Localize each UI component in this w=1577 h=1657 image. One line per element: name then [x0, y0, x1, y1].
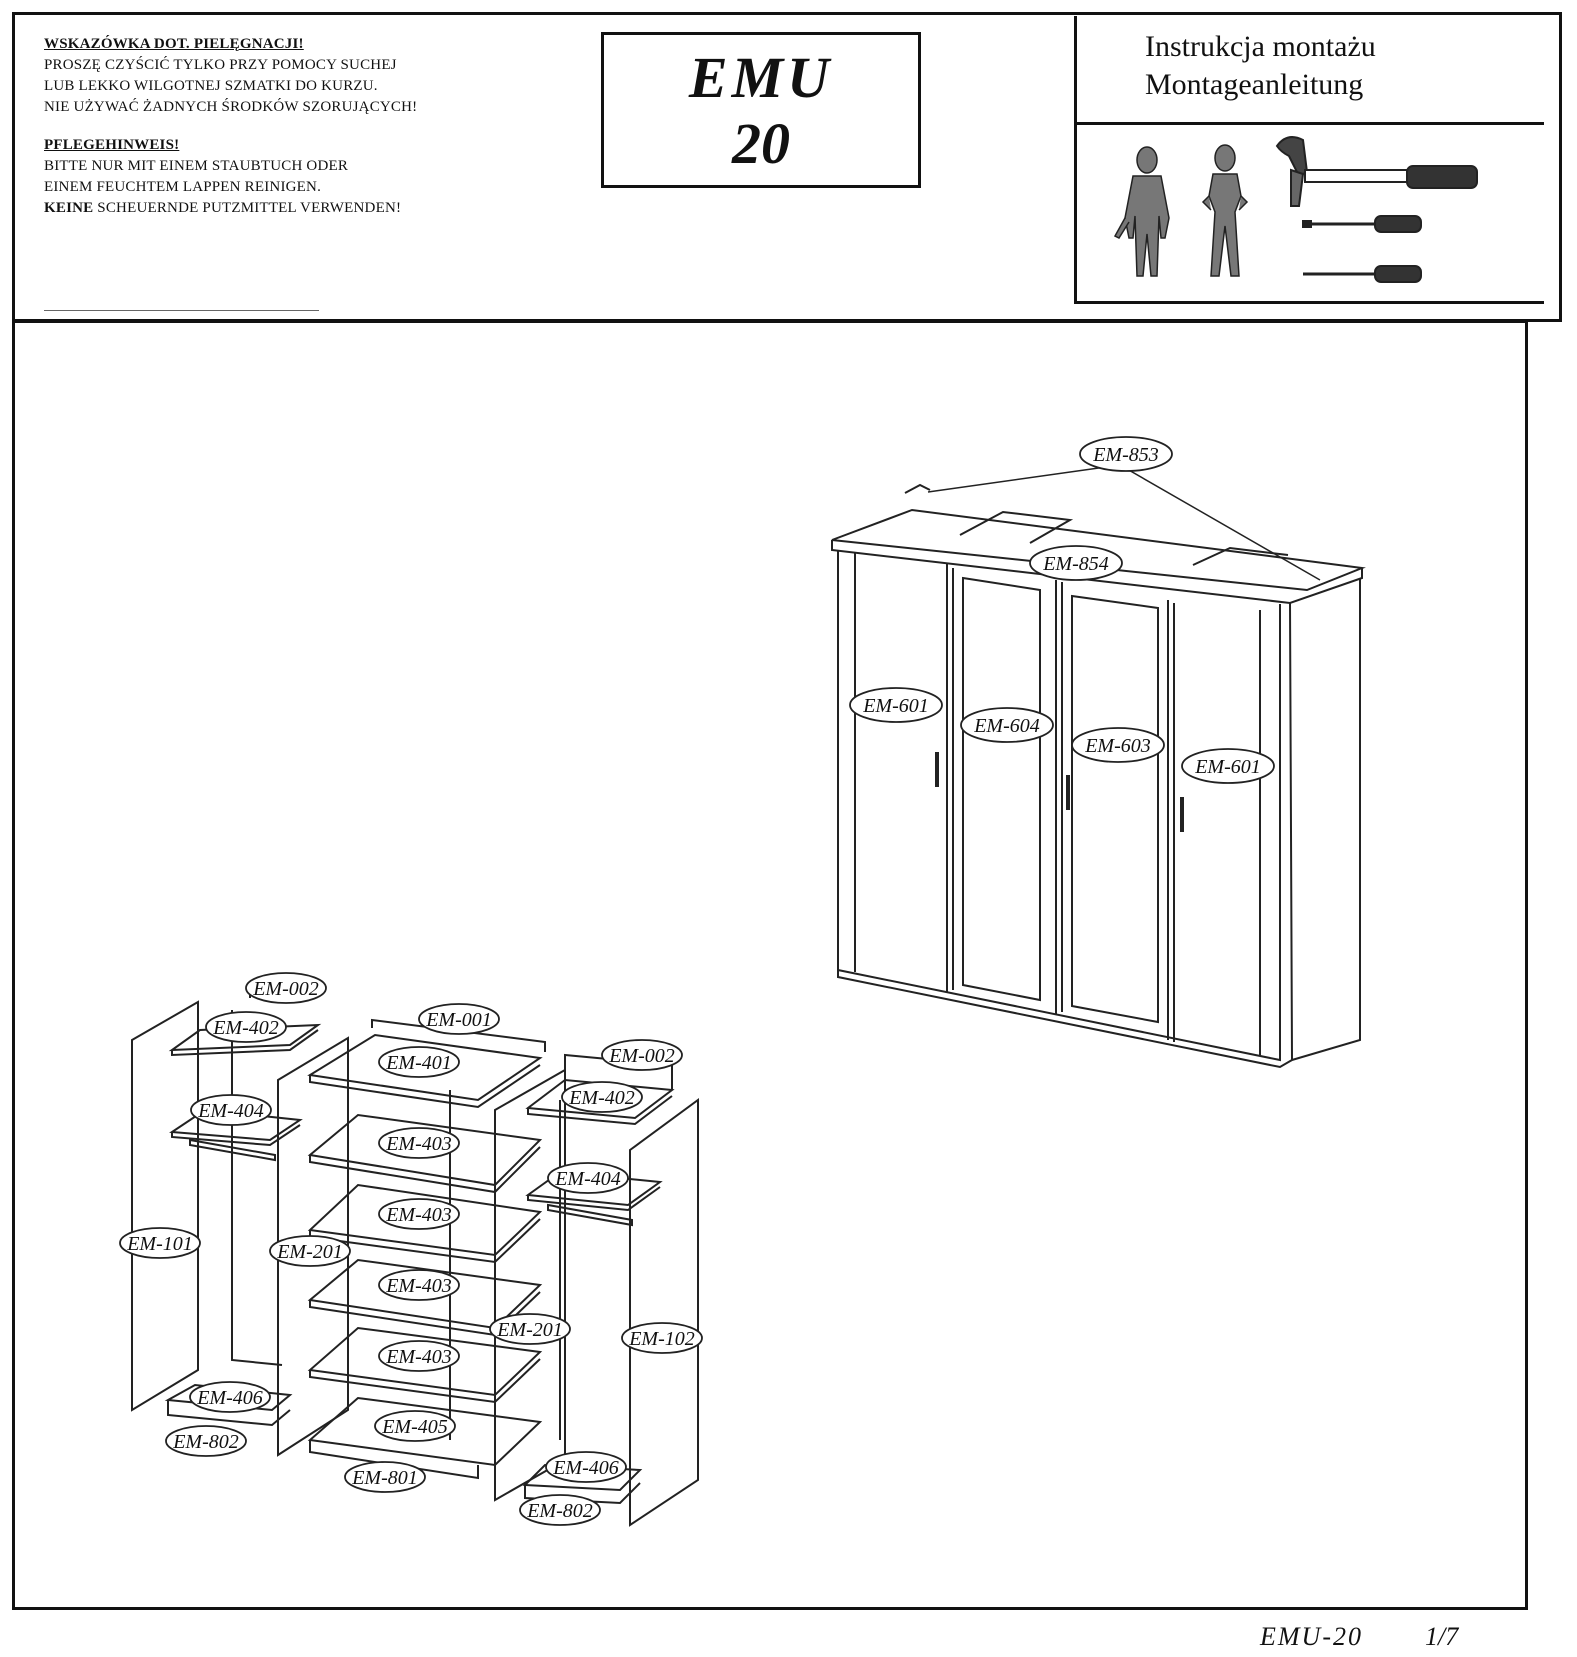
- part-label-text: EM-401: [385, 1052, 452, 1074]
- product-title: EMU: [688, 45, 834, 110]
- instructions-title: Instrukcja montażu Montageanleitung: [1145, 28, 1376, 104]
- part-label: EM-405: [374, 1410, 456, 1442]
- part-label-text: EM-601: [862, 695, 929, 717]
- part-label: EM-403: [378, 1269, 460, 1301]
- care-line-rest: SCHEUERNDE PUTZMITTEL VERWENDEN!: [93, 200, 402, 216]
- part-label-text: EM-002: [252, 978, 319, 1000]
- part-label: EM-404: [547, 1162, 629, 1194]
- care-line: LUB LEKKO WILGOTNEJ SZMATKI DO KURZU.: [44, 78, 378, 94]
- part-label-text: EM-403: [385, 1275, 452, 1297]
- part-label-text: EM-404: [197, 1100, 264, 1122]
- part-label-text: EM-403: [385, 1204, 452, 1226]
- hammer-icon: [1275, 136, 1478, 207]
- part-label-text: EM-404: [554, 1168, 621, 1190]
- person-icon: [1113, 146, 1170, 277]
- part-label: EM-402: [561, 1081, 643, 1113]
- part-label: EM-002: [245, 972, 327, 1004]
- part-label-text: EM-101: [126, 1233, 193, 1255]
- part-label: EM-403: [378, 1198, 460, 1230]
- part-label-text: EM-201: [276, 1241, 343, 1263]
- tools-required: [1113, 136, 1478, 283]
- instructions-title-de: Montageanleitung: [1145, 68, 1364, 101]
- part-label: EM-853: [1079, 436, 1173, 472]
- screwdriver-cross-icon: [1303, 265, 1422, 283]
- part-label: EM-001: [418, 1003, 500, 1035]
- care-bold-word: KEINE: [44, 200, 94, 216]
- care-line: BITTE NUR MIT EINEM STAUBTUCH ODER: [44, 158, 349, 174]
- part-label-text: EM-603: [1084, 735, 1151, 757]
- diagram-frame: [12, 320, 1528, 1610]
- part-label: EM-854: [1029, 545, 1123, 581]
- person-icon: [1201, 144, 1249, 277]
- product-title-box: EMU 20: [601, 32, 921, 188]
- part-label-text: EM-002: [608, 1045, 675, 1067]
- part-label: EM-601: [1181, 748, 1275, 784]
- part-label: EM-603: [1071, 727, 1165, 763]
- part-label-text: EM-406: [196, 1387, 263, 1409]
- part-label-text: EM-601: [1194, 756, 1261, 778]
- screwdriver-flat-icon: [1302, 215, 1422, 233]
- part-label-text: EM-403: [385, 1346, 452, 1368]
- part-label: EM-404: [190, 1094, 272, 1126]
- instructions-box: Instrukcja montażu Montageanleitung: [1074, 16, 1544, 304]
- care-instructions-de: PFLEGEHINWEIS! BITTE NUR MIT EINEM STAUB…: [44, 135, 401, 219]
- part-label: EM-406: [545, 1451, 627, 1483]
- instructions-title-pl: Instrukcja montażu: [1145, 30, 1376, 63]
- part-label: EM-601: [849, 687, 943, 723]
- care-line: EINEM FEUCHTEM LAPPEN REINIGEN.: [44, 179, 322, 195]
- document-code: EMU-20: [1260, 1622, 1363, 1651]
- assembled-wardrobe: [831, 464, 1366, 1069]
- part-label: EM-406: [189, 1381, 271, 1413]
- part-label-text: EM-406: [552, 1457, 619, 1479]
- care-heading-pl: WSKAZÓWKA DOT. PIELĘGNACJI!: [44, 36, 304, 52]
- part-label: EM-403: [378, 1127, 460, 1159]
- care-heading-de: PFLEGEHINWEIS!: [44, 137, 180, 153]
- part-label-text: EM-402: [568, 1087, 635, 1109]
- care-line: KEINE SCHEUERNDE PUTZMITTEL VERWENDEN!: [44, 198, 401, 219]
- part-label: EM-802: [519, 1494, 601, 1526]
- part-label: EM-604: [960, 707, 1054, 743]
- divider: [44, 310, 319, 311]
- part-label: EM-201: [269, 1235, 351, 1267]
- part-label: EM-802: [165, 1425, 247, 1457]
- part-label-text: EM-403: [385, 1133, 452, 1155]
- part-label-text: EM-001: [425, 1009, 492, 1031]
- part-label-text: EM-853: [1092, 444, 1159, 466]
- part-label-text: EM-405: [381, 1416, 448, 1438]
- care-line: NIE UŻYWAĆ ŻADNYCH ŚRODKÓW SZORUJĄCYCH!: [44, 99, 418, 115]
- part-label: EM-402: [205, 1011, 287, 1043]
- part-label-text: EM-801: [351, 1467, 418, 1489]
- part-label-text: EM-802: [526, 1500, 593, 1522]
- exploded-left-section: [131, 989, 322, 1427]
- product-number: 20: [732, 111, 790, 176]
- divider: [1077, 122, 1544, 125]
- part-label-text: EM-802: [172, 1431, 239, 1453]
- part-label-text: EM-102: [628, 1328, 695, 1350]
- part-label-text: EM-201: [496, 1319, 563, 1341]
- part-label: EM-801: [344, 1461, 426, 1493]
- part-label-text: EM-604: [973, 715, 1040, 737]
- part-label: EM-002: [601, 1039, 683, 1071]
- part-label-text: EM-402: [212, 1017, 279, 1039]
- care-instructions-pl: WSKAZÓWKA DOT. PIELĘGNACJI! PROSZĘ CZYŚC…: [44, 34, 417, 118]
- care-line: PROSZĘ CZYŚCIĆ TYLKO PRZY POMOCY SUCHEJ: [44, 57, 397, 73]
- part-label-text: EM-854: [1042, 553, 1109, 575]
- part-label: EM-403: [378, 1340, 460, 1372]
- page-number: 1/7: [1425, 1622, 1459, 1651]
- part-label: EM-401: [378, 1046, 460, 1078]
- part-label: EM-201: [489, 1313, 571, 1345]
- part-label: EM-101: [119, 1227, 201, 1259]
- part-label: EM-102: [621, 1322, 703, 1354]
